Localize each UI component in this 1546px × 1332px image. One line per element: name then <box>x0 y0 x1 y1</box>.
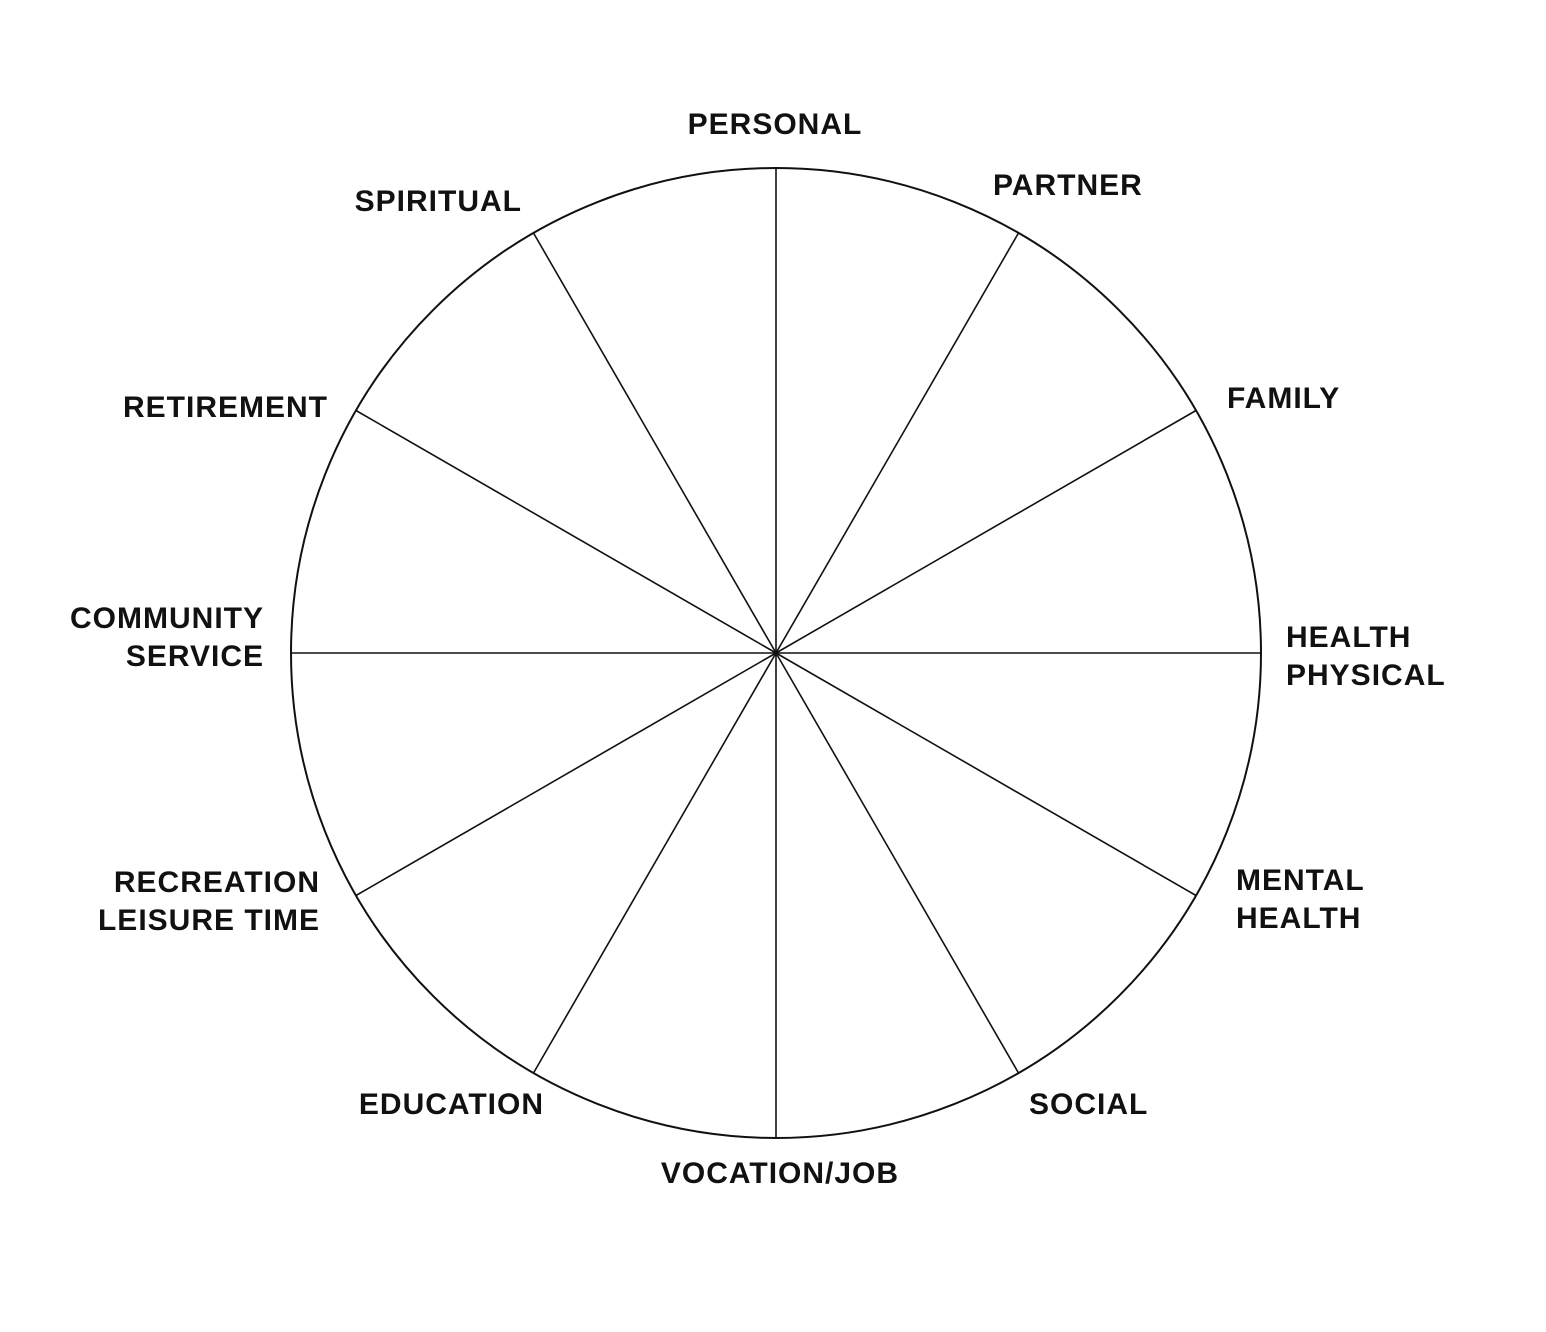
segment-label-personal: PERSONAL <box>640 106 910 144</box>
segment-label-line: MENTAL <box>1236 864 1365 897</box>
segment-label-retirement: RETIREMENT <box>60 389 328 427</box>
segment-label-line: LEISURE TIME <box>97 904 320 937</box>
segment-label-line: HEALTH <box>1286 621 1412 654</box>
segment-label-health-physical: HEALTH PHYSICAL <box>1286 619 1446 695</box>
segment-label-line: EDUCATION <box>358 1088 544 1121</box>
wheel-spoke <box>775 409 1197 654</box>
segment-label-education: EDUCATION <box>300 1086 544 1124</box>
segment-label-mental-health: MENTAL HEALTH <box>1236 862 1365 938</box>
segment-label-line: FAMILY <box>1227 382 1341 415</box>
segment-label-line: SPIRITUAL <box>354 185 522 218</box>
segment-label-social: SOCIAL <box>1029 1086 1148 1124</box>
wheel-spoke <box>775 652 1020 1074</box>
wheel-spoke <box>532 652 777 1074</box>
segment-label-line: VOCATION/JOB <box>660 1157 900 1190</box>
wheel-spoke <box>532 232 777 654</box>
wheel-spokes <box>291 168 1261 1138</box>
segment-label-spiritual: SPIRITUAL <box>300 183 522 221</box>
segment-label-recreation-leisure-time: RECREATION LEISURE TIME <box>40 864 320 940</box>
segment-label-line: PHYSICAL <box>1286 659 1446 692</box>
segment-label-partner: PARTNER <box>993 167 1143 205</box>
segment-label-community-service: COMMUNITY SERVICE <box>20 600 264 676</box>
wheel-spoke <box>775 232 1020 654</box>
segment-label-line: RECREATION <box>113 866 320 899</box>
segment-label-line: SOCIAL <box>1029 1088 1149 1121</box>
segment-label-line: RETIREMENT <box>123 391 328 424</box>
wheel-spoke <box>775 652 1197 897</box>
wheel-spoke <box>355 652 777 897</box>
wheel-spoke <box>355 409 777 654</box>
segment-label-line: COMMUNITY <box>70 602 264 635</box>
segment-label-vocation-job: VOCATION/JOB <box>630 1155 930 1193</box>
segment-label-line: SERVICE <box>125 640 264 673</box>
segment-label-line: PARTNER <box>993 169 1143 202</box>
segment-label-line: PERSONAL <box>687 108 863 141</box>
segment-label-line: HEALTH <box>1236 902 1362 935</box>
segment-label-family: FAMILY <box>1227 380 1340 418</box>
